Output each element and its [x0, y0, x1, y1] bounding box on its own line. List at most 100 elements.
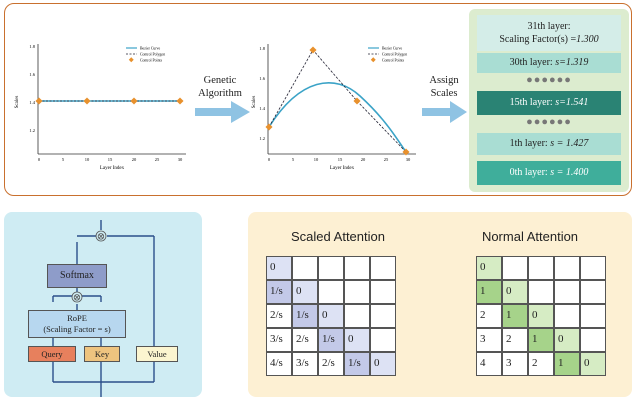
x-tick: 5: [62, 157, 65, 162]
layer-30-box: 30th layer: s=1.319: [477, 53, 621, 73]
plot-initial-scales: 1.8 1.6 1.4 1.2 Scales 0 5 10 15 20 25 3…: [15, 44, 186, 171]
y-tick: 1.4: [259, 106, 265, 111]
matrix-cell: 1: [554, 352, 580, 376]
control-point: [83, 97, 91, 105]
x-tick: 30: [178, 157, 183, 162]
x-tick: 5: [292, 157, 295, 162]
genetic-algorithm-label: Genetic Algorithm: [198, 75, 242, 99]
layer-15-box: 15th layer: s=1.541: [477, 91, 621, 115]
control-point: [265, 123, 273, 131]
x-tick: 30: [406, 157, 411, 162]
control-point: [130, 97, 138, 105]
softmax-box: Softmax: [47, 264, 107, 288]
matrix-cell: [370, 256, 396, 280]
matrix-cell: [370, 280, 396, 304]
matrix-cell: 0: [344, 328, 370, 352]
legend-label: Bezier Curve: [382, 47, 402, 51]
matrix-cell: 1/s: [292, 304, 318, 328]
matrix-cell: [370, 304, 396, 328]
matrix-cell: 3: [502, 352, 528, 376]
x-tick: 25: [384, 157, 389, 162]
matrix-cell: 2/s: [318, 352, 344, 376]
matrix-cell: [554, 256, 580, 280]
matrix-cell: 2: [476, 304, 502, 328]
legend-label: Control Polygon: [140, 53, 165, 57]
matrix-cell: [528, 256, 554, 280]
x-tick: 15: [338, 157, 343, 162]
control-point: [309, 46, 317, 54]
matrix-cell: [580, 304, 606, 328]
y-tick: 1.2: [259, 136, 265, 141]
control-point: [353, 97, 361, 105]
matrix-cell: 3/s: [292, 352, 318, 376]
matrix-cell: [370, 328, 396, 352]
key-box: Key: [84, 346, 120, 362]
x-axis-label: Layer Index: [330, 166, 355, 171]
control-point: [402, 148, 410, 156]
query-box: Query: [28, 346, 76, 362]
y-tick: 1.8: [29, 44, 35, 49]
matrix-cell: 0: [580, 352, 606, 376]
matrix-cell: [344, 280, 370, 304]
matrix-cell: [528, 280, 554, 304]
matrix-cell: 2: [502, 328, 528, 352]
matrix-cell: 1/s: [318, 328, 344, 352]
matrix-cell: 1/s: [266, 280, 292, 304]
matrix-cell: 4/s: [266, 352, 292, 376]
matrix-cell: 2: [528, 352, 554, 376]
layer-0-box: 0th layer: s = 1.400: [477, 161, 621, 185]
matrix-cell: [292, 256, 318, 280]
matrix-cell: 1/s: [344, 352, 370, 376]
matrix-cell: [580, 280, 606, 304]
matrix-cell: 4: [476, 352, 502, 376]
legend: Bezier Curve Control Polygon Control Poi…: [126, 47, 165, 63]
matrix-cell: [580, 328, 606, 352]
ellipsis-dots: ●●●●●●: [526, 74, 572, 86]
matrix-cell: [502, 256, 528, 280]
multiply-icon: ⊗: [97, 232, 105, 243]
y-tick: 1.2: [29, 128, 35, 133]
matrix-cell: 2/s: [266, 304, 292, 328]
assign-scales-label: Assign Scales: [429, 75, 459, 99]
matrix-cell: 0: [476, 256, 502, 280]
rope-box: RoPE (Scaling Factor = s): [28, 310, 126, 338]
value-box: Value: [136, 346, 178, 362]
matrix-cell: [554, 280, 580, 304]
x-tick: 10: [85, 157, 90, 162]
multiply-icon: ⊗: [73, 293, 81, 304]
matrix-cell: 2/s: [292, 328, 318, 352]
matrix-cell: [554, 304, 580, 328]
matrix-cell: [580, 256, 606, 280]
y-tick: 1.4: [29, 100, 35, 105]
attention-block-panel: ⊗ ⊗ Softmax RoPE (Scaling Factor = s) Qu…: [4, 212, 202, 397]
legend-label: Control Polygon: [382, 53, 407, 57]
x-axis-label: Layer Index: [100, 166, 125, 171]
matrix-cell: 0: [528, 304, 554, 328]
matrix-cell: 1: [528, 328, 554, 352]
layer-1-box: 1th layer: s = 1.427: [477, 133, 621, 155]
matrix-cell: 0: [318, 304, 344, 328]
x-tick: 20: [361, 157, 366, 162]
matrix-cell: 0: [370, 352, 396, 376]
x-tick: 20: [132, 157, 137, 162]
matrix-cell: 0: [554, 328, 580, 352]
top-panel: [4, 3, 632, 196]
arrow-right-icon: [422, 101, 467, 123]
y-tick: 1.6: [259, 76, 265, 81]
y-axis-label: Scales: [252, 96, 257, 109]
matrix-cell: 3: [476, 328, 502, 352]
y-axis-label: Scales: [15, 96, 20, 109]
y-tick: 1.8: [259, 46, 265, 51]
matrix-cell: [344, 304, 370, 328]
legend-label: Control Points: [140, 59, 163, 63]
matrix-cell: 0: [266, 256, 292, 280]
x-tick: 25: [155, 157, 160, 162]
layer-scale-list: 31th layer: Scaling Factor(s) =1.300 30t…: [469, 9, 629, 192]
ellipsis-dots: ●●●●●●: [526, 116, 572, 128]
matrix-cell: 0: [292, 280, 318, 304]
legend: Bezier Curve Control Polygon Control Poi…: [368, 47, 407, 63]
matrix-cell: [344, 256, 370, 280]
matrix-cell: 3/s: [266, 328, 292, 352]
y-tick: 1.6: [29, 72, 35, 77]
x-tick: 0: [38, 157, 41, 162]
